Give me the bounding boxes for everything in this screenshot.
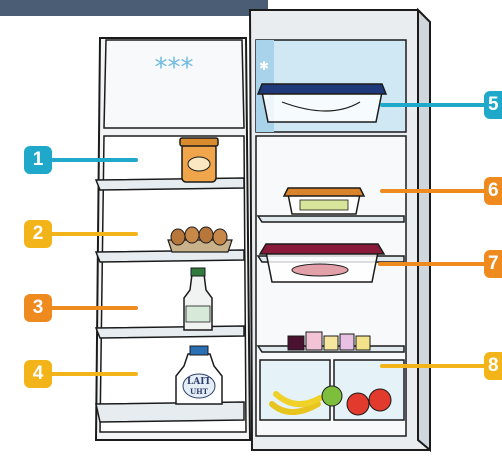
marker-badge-1: 1 — [24, 146, 52, 174]
freezer-star-rating: *** — [155, 53, 194, 83]
fridge-side — [418, 10, 430, 450]
tomato — [369, 389, 391, 411]
yogurt-cup — [306, 332, 322, 350]
door-shelf — [96, 326, 244, 338]
egg — [185, 227, 199, 243]
meat — [292, 264, 348, 276]
leader-line-3 — [38, 306, 138, 310]
leader-line-8 — [380, 364, 488, 368]
marker-badge-3: 3 — [24, 294, 52, 322]
crisper-drawer — [334, 360, 404, 420]
yogurt-cup — [356, 336, 370, 350]
meat-container-lid — [260, 244, 384, 254]
bottle-label — [186, 306, 210, 322]
yogurt-cup — [324, 336, 338, 350]
leader-line-2 — [38, 232, 138, 236]
door-shelf — [96, 178, 244, 190]
milk-label-line1: LAIT — [187, 377, 212, 387]
apple — [322, 386, 342, 406]
egg — [199, 227, 213, 243]
leader-line-5 — [380, 103, 488, 107]
marker-badge-5: 5 — [484, 91, 502, 119]
frost-flake-icon: ✱ — [259, 59, 269, 73]
milk-bottle-cap — [190, 346, 208, 355]
cheese — [300, 200, 348, 210]
bottle-cap — [191, 268, 205, 276]
top-banner — [0, 0, 268, 16]
egg — [213, 229, 227, 245]
leader-line-1 — [38, 158, 138, 162]
marker-badge-8: 8 — [484, 352, 502, 380]
leader-line-7 — [378, 262, 488, 266]
leader-line-6 — [380, 189, 488, 193]
marker-badge-7: 7 — [484, 250, 502, 278]
egg — [171, 229, 185, 245]
milk-label-line2: UHT — [190, 387, 209, 396]
door-shelf — [96, 402, 244, 422]
jam-jar-lid — [180, 138, 218, 146]
cheese-container-lid — [284, 188, 364, 196]
leader-line-4 — [38, 372, 138, 376]
marker-badge-6: 6 — [484, 177, 502, 205]
freezer-container-lid — [258, 84, 386, 94]
yogurt-cup — [288, 336, 304, 350]
tomato — [347, 393, 369, 415]
marker-badge-2: 2 — [24, 220, 52, 248]
freezer-container — [262, 92, 382, 122]
marker-badge-4: 4 — [24, 360, 52, 388]
interior-shelf — [258, 216, 404, 222]
yogurt-cup — [340, 334, 354, 350]
jam-jar-label — [188, 157, 210, 171]
